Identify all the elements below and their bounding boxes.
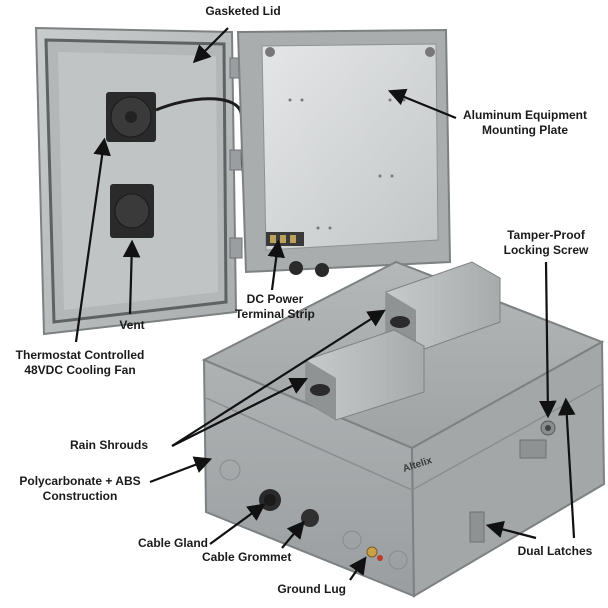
cable-grommet-icon (301, 509, 319, 527)
callout-gasketed-lid: Gasketed Lid (188, 4, 298, 19)
callout-cable-grommet: Cable Grommet (202, 550, 312, 565)
callout-cable-grommet-text: Cable Grommet (202, 550, 292, 564)
rain-shroud-lower (305, 329, 425, 421)
callout-rain-shrouds: Rain Shrouds (54, 438, 148, 453)
callout-cable-gland: Cable Gland (110, 536, 208, 551)
ground-lug-icon (366, 546, 383, 561)
callout-dual-latches: Dual Latches (506, 544, 604, 559)
latch-icon (469, 439, 547, 543)
callout-thermostat-line1: Thermostat Controlled (15, 348, 145, 362)
callout-arrows (74, 27, 576, 581)
cable-gland-icon (259, 489, 281, 511)
callout-vent-text: Vent (119, 318, 145, 332)
callout-dc-power-terminal: DC Power Terminal Strip (220, 292, 330, 322)
interior-glands (289, 261, 329, 277)
callout-aluminum-plate-line1: Aluminum Equipment (463, 108, 587, 122)
callout-aluminum-plate: Aluminum Equipment Mounting Plate (456, 108, 594, 138)
callout-polycarbonate-line1: Polycarbonate + ABS (19, 474, 141, 488)
callout-polycarbonate-line2: Construction (42, 489, 118, 503)
terminal-strip-icon (266, 232, 304, 246)
callout-ground-lug-text: Ground Lug (277, 582, 346, 596)
callout-thermostat-line2: 48VDC Cooling Fan (24, 363, 136, 377)
callout-ground-lug: Ground Lug (254, 582, 346, 597)
callout-dc-power-line1: DC Power (246, 292, 304, 306)
knockouts (219, 459, 408, 570)
callout-polycarbonate: Polycarbonate + ABS Construction (10, 474, 150, 504)
callout-aluminum-plate-line2: Mounting Plate (482, 123, 568, 137)
gasketed-lid (34, 26, 238, 336)
tamper-proof-screw-icon (540, 420, 556, 436)
callout-tamper-proof-screw: Tamper-Proof Locking Screw (494, 228, 598, 258)
callout-tamper-line1: Tamper-Proof (507, 228, 585, 242)
callout-gasketed-lid-text: Gasketed Lid (205, 4, 281, 18)
vent-icon (110, 184, 154, 238)
callout-thermostat-fan: Thermostat Controlled 48VDC Cooling Fan (10, 348, 150, 378)
callout-dc-power-line2: Terminal Strip (235, 307, 315, 321)
callout-tamper-line2: Locking Screw (503, 243, 589, 257)
callout-dual-latches-text: Dual Latches (517, 544, 593, 558)
callout-cable-gland-text: Cable Gland (137, 536, 208, 550)
callout-vent: Vent (108, 318, 156, 333)
cooling-fan-icon (106, 92, 156, 142)
callout-rain-shrouds-text: Rain Shrouds (69, 438, 148, 452)
